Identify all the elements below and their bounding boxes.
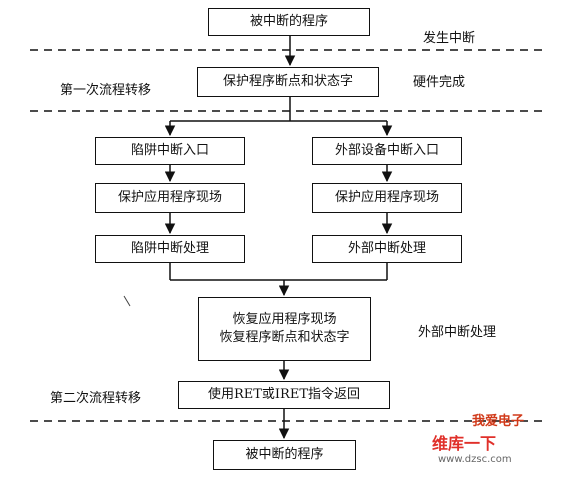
external-entry-box: 外部设备中断入口 [312,137,462,165]
interrupted-program-bottom-box: 被中断的程序 [213,440,356,470]
second-transfer-label: 第二次流程转移 [50,391,142,406]
stray-mark [123,295,131,307]
interrupt-occurs-label: 发生中断 [423,31,476,46]
external-save-scene-box: 保护应用程序现场 [312,183,462,213]
external-handling-box: 外部中断处理 [312,235,462,263]
restore-scene-text: 恢复应用程序现场 [232,312,337,328]
trap-entry-box: 陷阱中断入口 [95,137,245,165]
trap-handling-box: 陷阱中断处理 [95,235,245,263]
trap-save-scene-box: 保护应用程序现场 [95,183,245,213]
first-transfer-label: 第一次流程转移 [60,83,152,98]
restore-breakpoint-psw-text: 恢复程序断点和状态字 [219,330,350,345]
watermark-top-text: 我爱电子 [472,414,525,429]
interrupted-program-top-box: 被中断的程序 [208,8,370,36]
external-interrupt-handling-label: 外部中断处理 [418,325,497,340]
return-instruction-box: 使用RET或IRET指令返回 [178,381,390,409]
restore-box: 恢复应用程序现场 恢复程序断点和状态字 [198,297,371,361]
watermark-logo: 我爱电子 维库一下 www.dzsc.com [432,410,562,470]
watermark-main-text: 维库一下 [432,434,497,453]
hardware-done-label: 硬件完成 [413,75,466,90]
watermark-url-text: www.dzsc.com [438,454,512,465]
save-breakpoint-psw-box: 保护程序断点和状态字 [197,67,379,97]
